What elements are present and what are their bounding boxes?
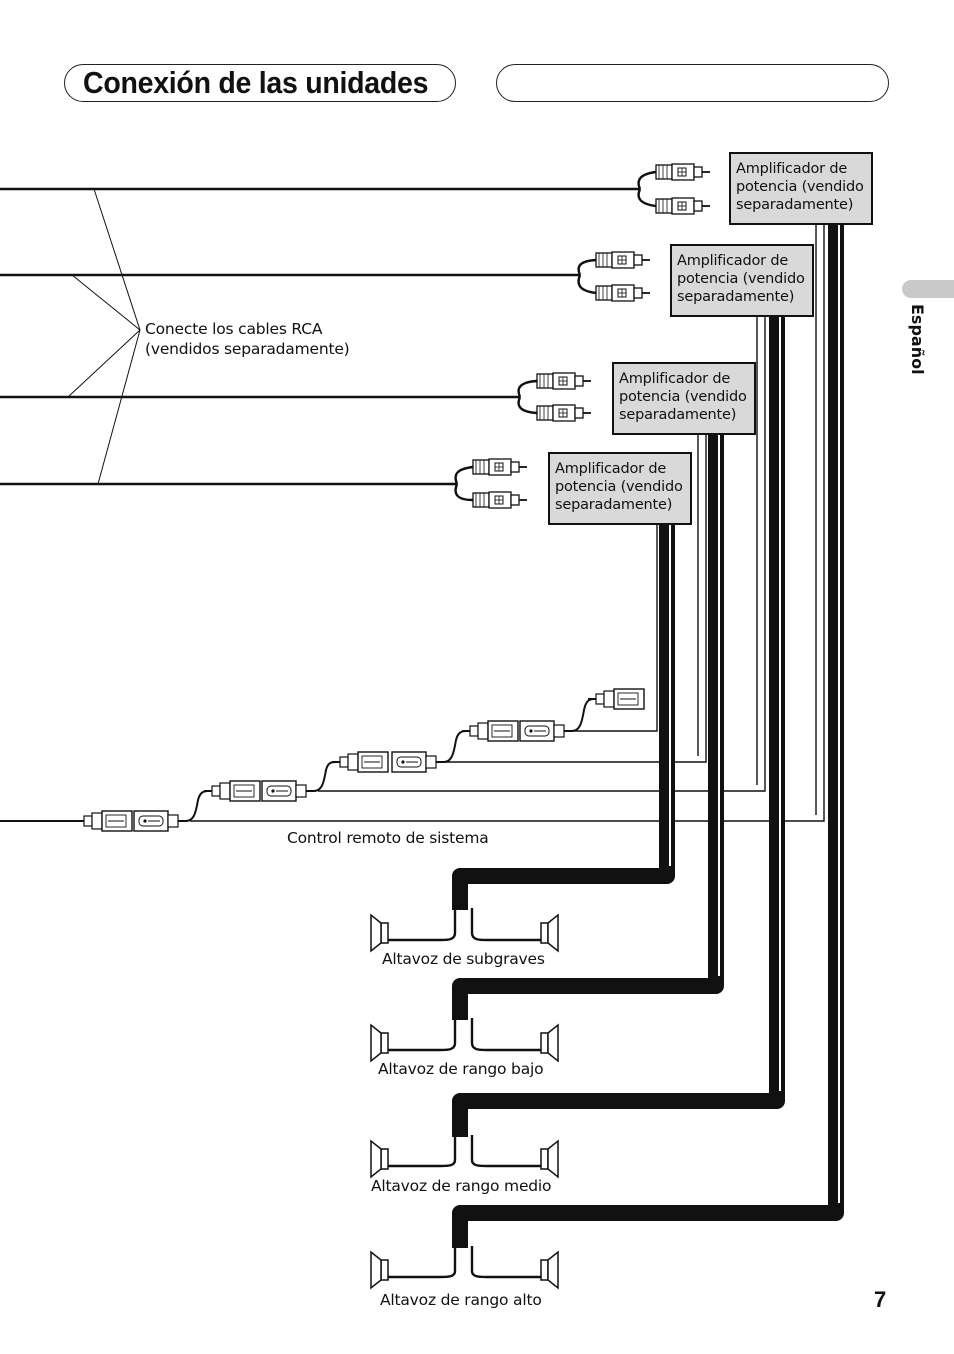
amplifier-line3: separadamente) — [677, 289, 795, 305]
rca-lines — [0, 187, 640, 486]
rca-note-line1: Conecte los cables RCA — [145, 320, 323, 338]
amplifier-line3: separadamente) — [555, 497, 673, 513]
amplifier-line2: potencia (vendido — [677, 271, 805, 287]
speaker-label-mid: Altavoz de rango medio — [371, 1177, 552, 1195]
amplifier-line2: potencia (vendido — [619, 389, 747, 405]
amplifier-line3: separadamente) — [736, 197, 854, 213]
speaker-label-high: Altavoz de rango alto — [380, 1291, 542, 1309]
amplifier-line1: Amplificador de — [736, 161, 848, 177]
amplifier-box: Amplificador de potencia (vendido separa… — [612, 362, 756, 435]
language-tab — [902, 280, 954, 298]
speaker-label-low: Altavoz de rango bajo — [378, 1060, 544, 1078]
rca-splits — [454, 170, 657, 502]
amplifier-line3: separadamente) — [619, 407, 737, 423]
language-label: Español — [908, 304, 927, 375]
remote-connector-icon — [75, 688, 645, 832]
amplifier-line1: Amplificador de — [555, 461, 667, 477]
amplifier-line2: potencia (vendido — [555, 479, 683, 495]
amplifier-line1: Amplificador de — [677, 253, 789, 269]
remote-label: Control remoto de sistema — [287, 829, 489, 847]
speaker-cables — [452, 224, 844, 1248]
speaker-icon — [370, 908, 559, 1289]
amplifier-line2: potencia (vendido — [736, 179, 864, 195]
page-number: 7 — [874, 1287, 887, 1312]
amplifier-box: Amplificador de potencia (vendido separa… — [729, 152, 873, 225]
rca-note-line2: (vendidos separadamente) — [145, 340, 350, 358]
rca-note: Conecte los cables RCA (vendidos separad… — [145, 319, 350, 359]
amplifier-box: Amplificador de potencia (vendido separa… — [670, 244, 814, 317]
page-title: Conexión de las unidades — [83, 65, 429, 100]
section-frame — [496, 64, 889, 102]
speaker-label-subwoofer: Altavoz de subgraves — [382, 950, 545, 968]
amplifier-line1: Amplificador de — [619, 371, 731, 387]
title-frame — [64, 64, 456, 102]
amplifier-box: Amplificador de potencia (vendido separa… — [548, 452, 692, 525]
note-leader-lines — [67, 188, 141, 485]
speaker-cable-highlights — [669, 224, 840, 1203]
remote-wires — [0, 224, 825, 822]
